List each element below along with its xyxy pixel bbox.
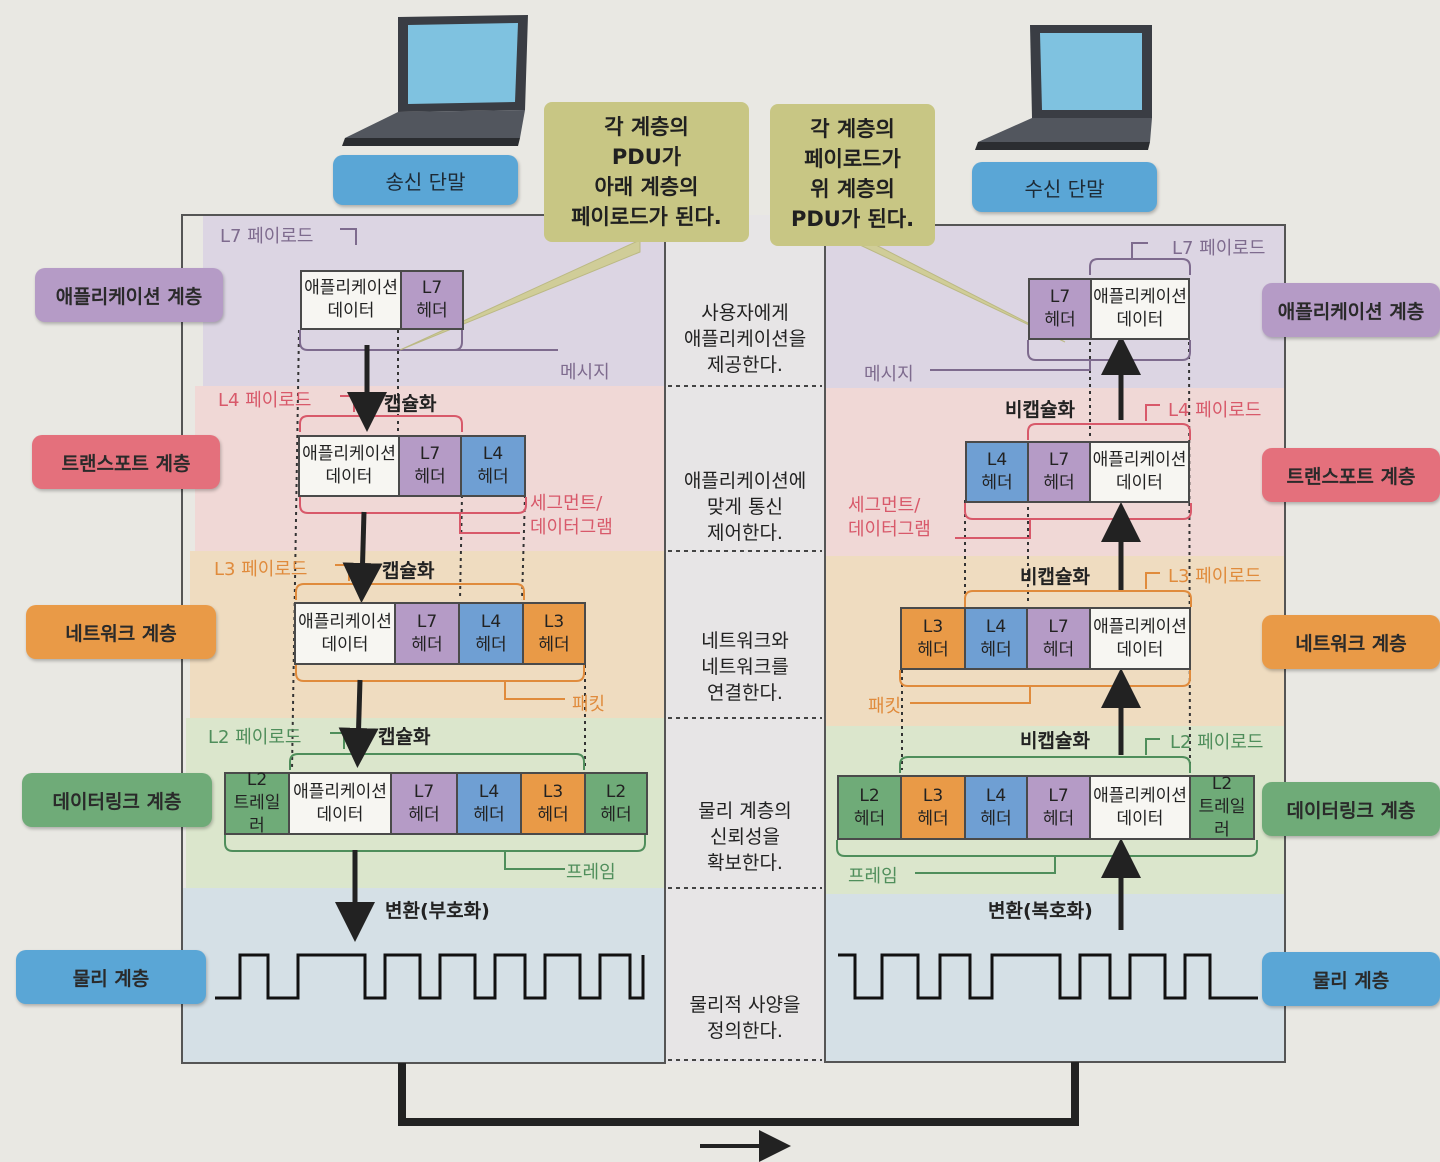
decode-label: 변환(복호화) — [988, 900, 1093, 922]
layer-physical-left: 물리 계층 — [16, 950, 206, 1004]
pdu-packet-left: 패킷 — [572, 694, 606, 715]
cell-l4-header: L4 헤더 — [965, 441, 1029, 503]
pdu-message-right: 메시지 — [864, 364, 914, 385]
encap-label-2: 캡슐화 — [382, 560, 435, 582]
sender-terminal-label: 송신 단말 — [333, 155, 518, 205]
layer-physical-right: 물리 계층 — [1262, 952, 1440, 1006]
desc-transport: 애플리케이션에 맞게 통신 제어한다. — [683, 470, 807, 544]
desc-datalink: 물리 계층의 신뢰성을 확보한다. — [698, 800, 792, 874]
cell-l2-header: L2 헤더 — [837, 775, 902, 840]
cell-app-data: 애플리케이션 데이터 — [1089, 441, 1190, 503]
layer-network-left: 네트워크 계층 — [26, 605, 216, 659]
cell-l7-header: L7 헤더 — [1026, 775, 1091, 840]
pdu-packet-right: 패킷 — [868, 696, 902, 717]
desc-application: 사용자에게 애플리케이션을 제공한다. — [683, 302, 807, 376]
encap-label-3: 캡슐화 — [378, 726, 431, 748]
decap-label-1: 비캡슐화 — [1005, 399, 1075, 421]
payload-label-l7-left: L7 페이로드 — [220, 226, 314, 247]
decap-label-3: 비캡슐화 — [1020, 730, 1090, 752]
cell-app-data: 애플리케이션 데이터 — [1089, 607, 1191, 670]
cell-l2-trailer: L2 트레일러 — [224, 770, 290, 836]
laptop-icon-right — [975, 25, 1152, 150]
cell-l4-header: L4 헤더 — [964, 607, 1028, 670]
note-payload-becomes-pdu: 각 계층의 페이로드가 위 계층의 PDU가 된다. — [770, 104, 935, 246]
payload-label-l7-right: L7 페이로드 — [1172, 238, 1266, 259]
layer-application-right: 애플리케이션 계층 — [1262, 283, 1440, 337]
pdu-message-left: 메시지 — [560, 362, 610, 383]
encode-label: 변환(부호화) — [385, 900, 490, 922]
layer-application-left: 애플리케이션 계층 — [35, 268, 223, 322]
payload-label-l3-left: L3 페이로드 — [214, 559, 308, 580]
cell-l7-header: L7 헤더 — [1028, 278, 1092, 340]
receiver-terminal-label: 수신 단말 — [972, 162, 1157, 212]
encap-label-1: 캡슐화 — [384, 393, 437, 415]
layer-transport-left: 트랜스포트 계층 — [32, 435, 220, 489]
pdu-frame-left: 프레임 — [566, 862, 616, 883]
cell-l3-header: L3 헤더 — [520, 772, 586, 835]
cell-l4-header: L4 헤더 — [456, 772, 522, 835]
cell-l2-header: L2 헤더 — [584, 772, 648, 835]
cell-app-data: 애플리케이션 데이터 — [1089, 775, 1191, 840]
pdu-frame-right: 프레임 — [848, 866, 898, 887]
cell-l3-header: L3 헤더 — [900, 775, 966, 840]
payload-label-l4-left: L4 페이로드 — [218, 390, 312, 411]
note-pdu-becomes-payload: 각 계층의 PDU가 아래 계층의 페이로드가 된다. — [544, 102, 749, 242]
cell-l4-header: L4 헤더 — [460, 435, 526, 497]
desc-physical: 물리적 사양을 정의한다. — [689, 994, 801, 1042]
cell-l2-trailer: L2 트레일러 — [1189, 774, 1255, 840]
desc-network: 네트워크와 네트워크를 연결한다. — [701, 630, 789, 704]
cell-app-data: 애플리케이션 데이터 — [294, 602, 396, 665]
cell-l7-header: L7 헤더 — [1026, 607, 1091, 670]
cell-app-data: 애플리케이션 데이터 — [288, 772, 392, 835]
payload-label-l3-right: L3 페이로드 — [1168, 566, 1262, 587]
cell-app-data: 애플리케이션 데이터 — [300, 270, 402, 330]
cell-app-data: 애플리케이션 데이터 — [1090, 278, 1190, 340]
band-physical-left — [182, 888, 665, 1063]
laptop-icon-left — [342, 15, 528, 146]
cell-l3-header: L3 헤더 — [900, 607, 966, 670]
cell-l3-header: L3 헤더 — [522, 602, 586, 665]
cell-l7-header: L7 헤더 — [1027, 441, 1091, 503]
cell-app-data: 애플리케이션 데이터 — [298, 435, 400, 497]
cell-l4-header: L4 헤더 — [964, 775, 1028, 840]
payload-label-l2-left: L2 페이로드 — [208, 727, 302, 748]
cell-l7-header: L7 헤더 — [390, 772, 458, 835]
layer-datalink-right: 데이터링크 계층 — [1262, 782, 1440, 836]
cell-l7-header: L7 헤더 — [400, 270, 464, 330]
payload-label-l2-right: L2 페이로드 — [1170, 732, 1264, 753]
band-description-column — [665, 215, 825, 1063]
layer-network-right: 네트워크 계층 — [1262, 615, 1440, 669]
layer-transport-right: 트랜스포트 계층 — [1262, 448, 1440, 502]
band-physical-right — [825, 894, 1285, 1062]
layer-datalink-left: 데이터링크 계층 — [22, 773, 212, 827]
cell-l4-header: L4 헤더 — [458, 602, 524, 665]
pdu-segment-right: 세그먼트/ 데이터그램 — [848, 495, 931, 540]
pdu-segment-left: 세그먼트/ 데이터그램 — [530, 493, 613, 538]
decap-label-2: 비캡슐화 — [1020, 566, 1090, 588]
cell-l7-header: L7 헤더 — [398, 435, 462, 497]
cell-l7-header: L7 헤더 — [394, 602, 460, 665]
payload-label-l4-right: L4 페이로드 — [1168, 400, 1262, 421]
